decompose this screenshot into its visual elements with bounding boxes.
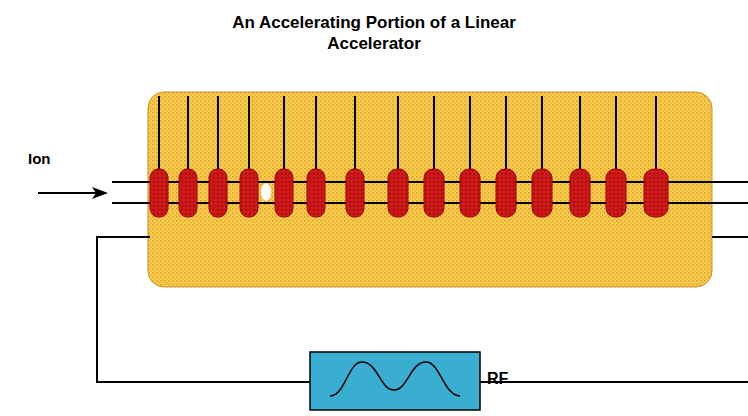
tube-stem — [158, 96, 160, 170]
ion-label: Ion — [28, 150, 51, 167]
tube-stem — [655, 96, 657, 170]
tube-stem — [505, 96, 507, 170]
drift-tube — [150, 169, 168, 217]
tube-stem — [248, 96, 250, 170]
tube-stem — [541, 96, 543, 170]
rf-label: RF — [487, 370, 508, 388]
ion-bunch — [261, 183, 271, 201]
drift-tube — [179, 169, 197, 217]
drift-tube — [532, 169, 552, 217]
tube-stems — [159, 96, 656, 170]
tube-stem — [217, 96, 219, 170]
drift-tube — [644, 169, 668, 217]
tube-stem — [579, 96, 581, 170]
drift-tube — [275, 169, 293, 217]
tube-stem — [354, 96, 356, 170]
drift-tube — [307, 169, 325, 217]
drift-tube — [346, 169, 364, 217]
ion-arrow — [38, 187, 108, 199]
drift-tube — [424, 169, 444, 217]
tube-stem — [187, 96, 189, 170]
drift-tube — [240, 169, 258, 217]
tube-stem — [397, 96, 399, 170]
drift-tube — [388, 169, 408, 217]
tube-stem — [615, 96, 617, 170]
tube-stem — [315, 96, 317, 170]
tube-stem — [469, 96, 471, 170]
drift-tube — [460, 169, 480, 217]
rf-generator — [310, 352, 480, 410]
tube-stem — [433, 96, 435, 170]
drift-tube — [606, 169, 626, 217]
drift-tubes — [150, 169, 668, 217]
sine-wave — [330, 362, 460, 396]
accelerator-tank — [148, 92, 712, 287]
drift-tube — [496, 169, 516, 217]
drift-tube — [209, 169, 227, 217]
drift-tube — [570, 169, 590, 217]
diagram-title: An Accelerating Portion of a Linear Acce… — [224, 12, 524, 54]
tube-stem — [283, 96, 285, 170]
